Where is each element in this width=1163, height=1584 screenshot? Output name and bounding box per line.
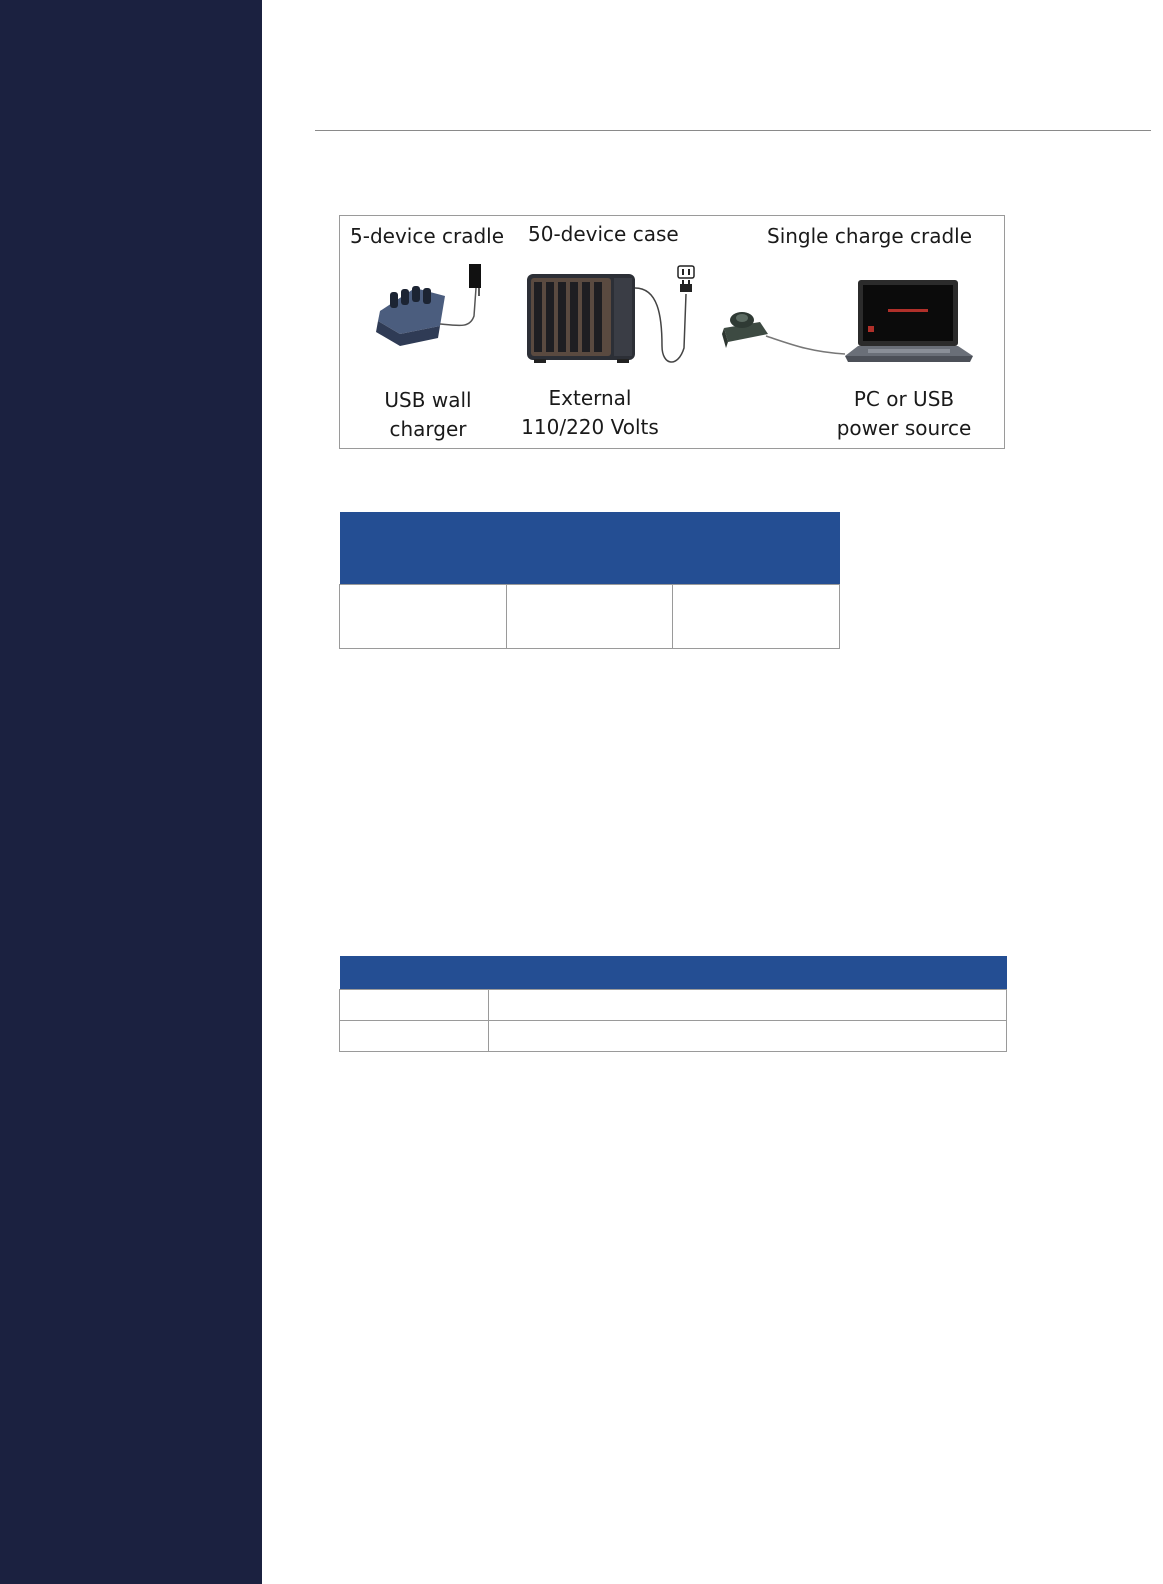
table-header-cell	[672, 512, 840, 584]
label-pc-usb-line2: power source	[836, 416, 972, 440]
label-external-line1: External	[548, 386, 632, 410]
table-header-cell	[488, 956, 1007, 989]
table-cell	[339, 1019, 489, 1052]
table-cell	[505, 583, 674, 649]
header-divider	[315, 130, 1151, 131]
laptop-icon	[845, 280, 973, 362]
label-usb-wall-charger-line1: USB wall	[384, 388, 472, 412]
charging-specs-table	[339, 512, 840, 649]
table-row	[339, 988, 1007, 1021]
single-cradle-icon	[722, 312, 846, 355]
table-cell	[488, 988, 1007, 1021]
label-five-device-cradle: 5-device cradle	[350, 224, 505, 248]
label-pc-usb-line1: PC or USB	[853, 387, 955, 411]
power-plug-icon	[680, 280, 692, 292]
label-pc-usb-power-source: PC or USB power source	[824, 385, 984, 443]
table-header-row	[339, 512, 840, 584]
table-row	[339, 583, 840, 649]
label-usb-wall-charger-line2: charger	[389, 417, 467, 441]
table-cell	[339, 988, 489, 1021]
details-table	[339, 956, 1007, 1052]
label-fifty-device-case: 50-device case	[528, 222, 679, 246]
table-header-cell	[339, 512, 507, 584]
table-cell	[488, 1019, 1007, 1052]
table-header-cell	[339, 956, 489, 989]
charging-case-icon	[527, 274, 687, 363]
wall-outlet-icon	[677, 265, 695, 279]
label-single-charge-cradle: Single charge cradle	[767, 224, 973, 248]
table-cell	[339, 583, 507, 649]
label-usb-wall-charger: USB wall charger	[368, 386, 488, 444]
table-header-row	[339, 956, 1007, 989]
charging-options-illustration	[376, 264, 973, 363]
usb-wall-charger-icon	[469, 264, 481, 296]
table-cell	[672, 583, 840, 649]
table-row	[339, 1019, 1007, 1052]
table-header-cell	[506, 512, 673, 584]
charging-options-figure: 5-device cradle 50-device case Single ch…	[339, 215, 1005, 449]
label-external-voltage: External 110/220 Volts	[510, 384, 670, 442]
multi-device-cradle-icon	[376, 286, 477, 346]
label-external-line2: 110/220 Volts	[521, 415, 659, 439]
sidebar-panel	[0, 0, 262, 1584]
